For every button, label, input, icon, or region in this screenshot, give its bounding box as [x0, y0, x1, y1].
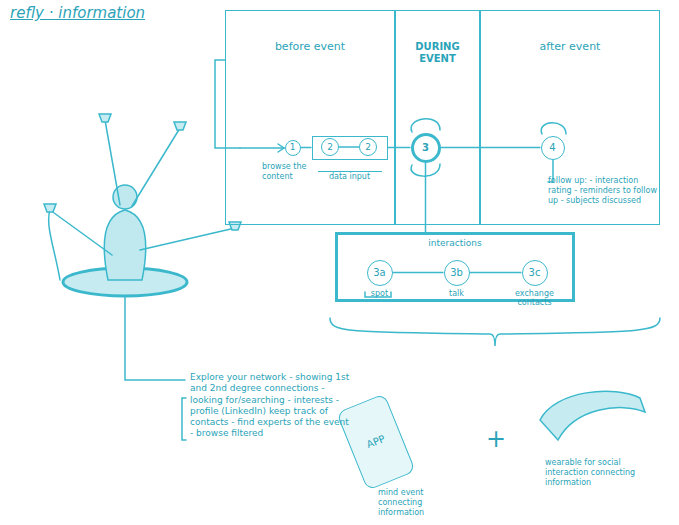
node-text: 2: [365, 142, 371, 152]
step-circle: 3cexchange contacts: [522, 260, 548, 286]
connector: [441, 147, 541, 148]
step-circle: 3: [411, 133, 441, 163]
node-text: 4: [549, 142, 555, 154]
node-caption: spot: [348, 289, 412, 298]
note-text: mind event connecting information: [378, 488, 468, 518]
loop-arrow: [411, 119, 440, 132]
connector: [470, 272, 522, 273]
node-text: 3a: [373, 267, 386, 279]
node-caption: exchange contacts: [503, 289, 567, 307]
plus-sign: +: [486, 424, 510, 454]
frame-bracket: [215, 60, 240, 148]
node-text: data input: [318, 171, 382, 181]
phone-app: APP: [336, 393, 416, 490]
connector: [388, 147, 411, 148]
diagram-title: refly · information: [10, 4, 145, 22]
connector-line: [339, 146, 359, 148]
connector: [301, 147, 312, 148]
node-text: 3: [422, 142, 429, 154]
loop-arrow: [541, 123, 566, 134]
node-text: 2: [327, 142, 333, 152]
node-text: APP: [365, 433, 387, 451]
connector: [425, 163, 426, 233]
connector-line: [388, 147, 411, 149]
node-text: after event: [481, 41, 659, 54]
phase-column: before event 1 data input 2 2: [225, 10, 395, 225]
pin-line: [140, 228, 235, 250]
connector-line: [425, 163, 427, 233]
person-body: [104, 210, 145, 280]
step-circle: 3aspot: [367, 260, 393, 286]
connector-line: [470, 272, 522, 274]
note-text: browse the content: [262, 162, 324, 182]
connector-line: [393, 272, 444, 274]
node-text: 3b: [450, 267, 463, 279]
node-text: 1: [290, 142, 296, 152]
node-caption: talk: [425, 289, 489, 298]
interactions-box: interactions3aspot3btalk3cexchange conta…: [335, 232, 575, 302]
leader-line: [125, 296, 185, 380]
pin-head: [229, 222, 241, 230]
connector: [393, 272, 444, 273]
connector-line: [301, 147, 312, 149]
pin-line: [132, 128, 180, 206]
pin-head: [174, 122, 186, 130]
node-text: before event: [226, 41, 394, 54]
step-circle: 2: [321, 138, 339, 156]
pin-line: [50, 210, 112, 255]
pin-head: [44, 204, 56, 212]
connector-line: [441, 147, 541, 149]
node-text: DURING EVENT: [396, 41, 479, 64]
pin-line: [105, 120, 120, 205]
step-circle: 2: [359, 138, 377, 156]
node-text: interactions: [338, 238, 572, 248]
note-text: wearable for social interaction connecti…: [545, 458, 645, 488]
entry-arrowhead: [278, 144, 284, 152]
wearable-band: [540, 391, 645, 440]
note-text: Explore your network - showing 1st and 2…: [190, 372, 350, 440]
note-text: follow up: - interaction rating - remind…: [548, 176, 660, 206]
node-text: 3c: [529, 267, 541, 279]
pin-head: [99, 114, 111, 122]
entry-line: [240, 147, 284, 149]
phase-column: DURING EVENT 3: [395, 10, 480, 225]
step-circle: 1: [285, 140, 301, 156]
step-box: data input22: [312, 136, 388, 160]
pin-line: [49, 210, 60, 280]
brace: [330, 318, 660, 346]
connector: [339, 147, 359, 148]
bracket: [182, 398, 186, 440]
step-circle: 4: [541, 136, 565, 160]
step-circle: 3btalk: [444, 260, 470, 286]
